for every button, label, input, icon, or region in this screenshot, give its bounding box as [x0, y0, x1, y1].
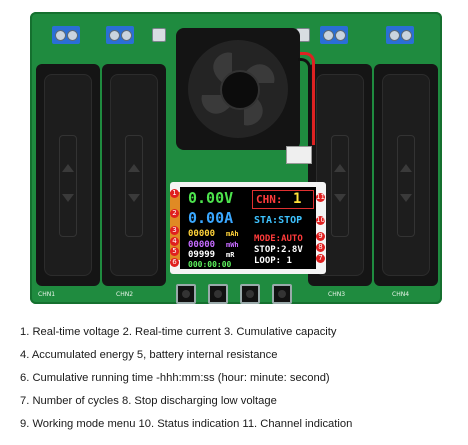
- callout-11: 11: [316, 193, 325, 202]
- silk-chn2: CHN2: [116, 291, 134, 298]
- silk-chn3: CHN3: [328, 291, 346, 298]
- silk-chn4: CHN4: [392, 291, 410, 298]
- button-2[interactable]: [208, 284, 228, 304]
- battery-holder-4: [374, 64, 438, 286]
- silk-chn1: CHN1: [38, 291, 56, 298]
- callout-2: 2: [170, 209, 179, 218]
- lcd-frame: 0.00V 0.00A 00000 mAh 00000 mWh 09999 mR…: [170, 182, 326, 274]
- button-3[interactable]: [240, 284, 260, 304]
- lcd-energy-unit: mWh: [226, 241, 239, 249]
- terminal-block-ch4: [386, 26, 414, 44]
- lcd-capacity-unit: mAh: [226, 230, 239, 238]
- callout-5: 5: [170, 247, 179, 256]
- terminal-block-ch3: [320, 26, 348, 44]
- battery-holder-3: [308, 64, 372, 286]
- callout-7: 7: [316, 254, 325, 263]
- legend-line-3: 6. Cumulative running time -hhh:mm:ss (h…: [20, 372, 330, 384]
- callout-4: 4: [170, 237, 179, 246]
- button-1[interactable]: [176, 284, 196, 304]
- callout-8: 8: [316, 243, 325, 252]
- lcd-channel-label: CHN:: [256, 193, 283, 206]
- tester-board: CHN1 CHN2 CHN3 CHN4 0.00V 0.00A 00000 mA…: [30, 12, 442, 304]
- legend-line-4: 7. Number of cycles 8. Stop discharging …: [20, 395, 277, 407]
- fan-connector: [286, 146, 312, 164]
- lcd-capacity-value: 00000: [188, 229, 216, 239]
- lcd-channel-value: 1: [293, 191, 302, 207]
- lcd-loop: LOOP: 1: [254, 256, 292, 266]
- lcd-resistance-value: 09999: [188, 250, 216, 260]
- battery-holder-1: [36, 64, 100, 286]
- legend-line-1: 1. Real-time voltage 2. Real-time curren…: [20, 326, 337, 338]
- legend-line-2: 4. Accumulated energy 5, battery interna…: [20, 349, 278, 361]
- legend-line-5: 9. Working mode menu 10. Status indicati…: [20, 418, 353, 430]
- lcd-running-time: 000:00:00: [188, 260, 232, 269]
- button-4[interactable]: [272, 284, 292, 304]
- lcd-status: STA:STOP: [254, 215, 303, 226]
- lcd-energy-value: 00000: [188, 240, 216, 250]
- lcd-current: 0.00A: [188, 209, 234, 227]
- callout-10: 10: [316, 216, 325, 225]
- lcd-screen: 0.00V 0.00A 00000 mAh 00000 mWh 09999 mR…: [180, 187, 316, 269]
- usb-port-left: [152, 28, 166, 42]
- fan-wire-red: [300, 52, 315, 145]
- battery-holder-2: [102, 64, 166, 286]
- lcd-voltage: 0.00V: [188, 189, 234, 207]
- callout-3: 3: [170, 226, 179, 235]
- lcd-channel-box: CHN: 1: [252, 190, 314, 209]
- callout-1: 1: [170, 189, 179, 198]
- lcd-resistance-unit: mR: [226, 251, 235, 259]
- terminal-block-ch1: [52, 26, 80, 44]
- lcd-mode: MODE:AUTO: [254, 234, 303, 244]
- lcd-stop-voltage: STOP:2.8V: [254, 245, 303, 255]
- cooling-fan: [176, 28, 300, 150]
- callout-6: 6: [170, 258, 179, 267]
- callout-9: 9: [316, 232, 325, 241]
- terminal-block-ch2: [106, 26, 134, 44]
